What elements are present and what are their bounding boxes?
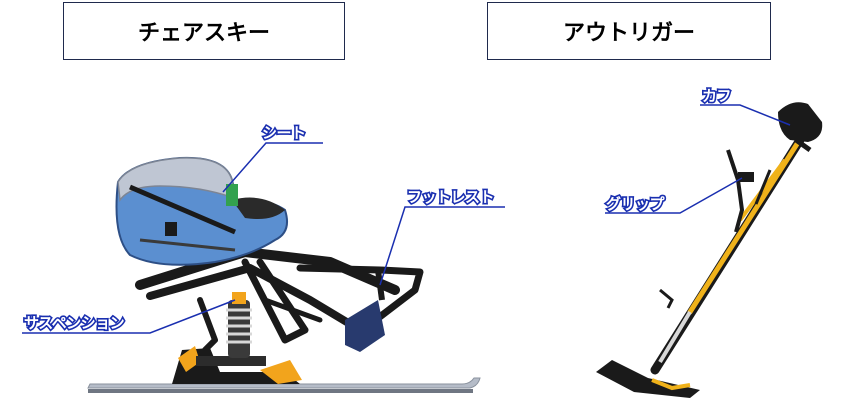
frame <box>135 247 424 353</box>
outrigger-callouts <box>605 104 791 214</box>
suspension-label: サスペンション <box>24 314 125 332</box>
seat-callout-line <box>222 142 323 193</box>
footrest-callout-line <box>379 206 505 286</box>
chair-ski-title: チェアスキー <box>63 2 345 60</box>
chair-ski-callouts <box>22 142 505 334</box>
chair-ski-illustration <box>87 156 481 393</box>
suspension-shock <box>226 292 252 358</box>
cuff-callout-line <box>700 104 791 126</box>
outrigger-title: アウトリガー <box>487 2 771 60</box>
grip <box>726 149 772 233</box>
binding <box>172 346 302 384</box>
grip-callout-line <box>605 177 743 214</box>
footrest-label: フットレスト <box>407 188 494 206</box>
grip-label: グリップ <box>606 195 666 213</box>
suspension-callout-line <box>22 299 236 334</box>
outrigger-ski <box>596 360 700 398</box>
cuff-label: カフ <box>702 87 731 105</box>
ski <box>87 377 481 389</box>
outrigger-illustration <box>596 102 823 398</box>
seat-label: シート <box>262 124 306 142</box>
cuff <box>778 102 823 153</box>
seat-shell <box>115 156 288 266</box>
